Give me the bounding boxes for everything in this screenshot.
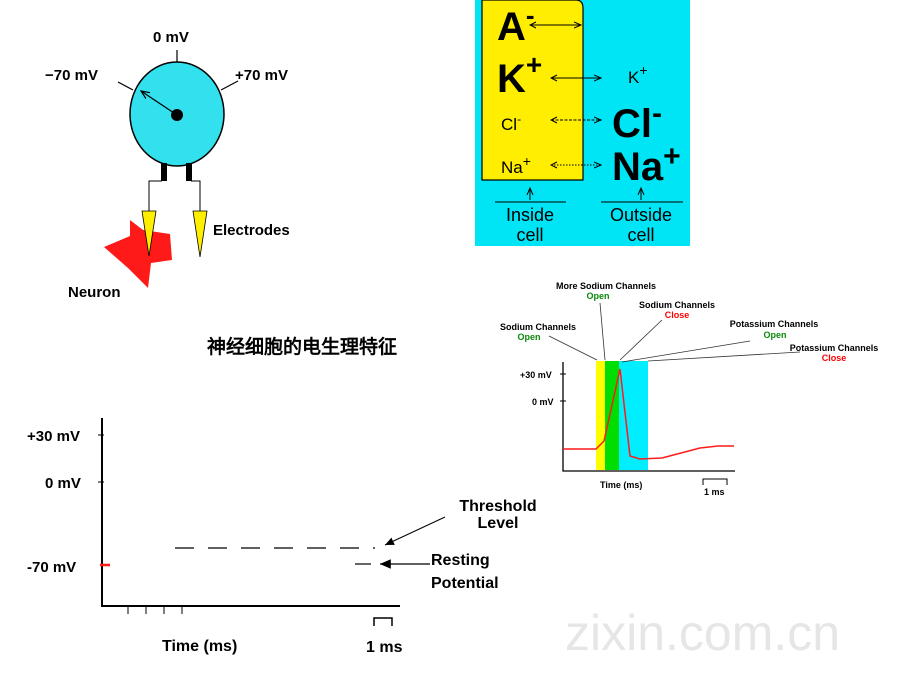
scale-label: 1 ms (704, 487, 725, 497)
neuron-label: Neuron (68, 284, 121, 301)
electrode-icon (141, 210, 157, 257)
x-axis-label: Time (ms) (600, 480, 642, 490)
potential-label: Potential (431, 575, 499, 592)
x-axis-label: Time (ms) (162, 638, 237, 655)
level-label: Level (478, 515, 519, 532)
electrodes-label: Electrodes (213, 222, 290, 239)
y-tick-neg70: -70 mV (27, 559, 76, 576)
inside-label: Inside (506, 205, 554, 225)
inside-ion-cl: Cl- (501, 112, 521, 134)
y-tick-0: 0 mV (532, 397, 554, 407)
annotation-title: Sodium Channels (500, 322, 576, 332)
scale-label: 1 ms (366, 639, 403, 656)
axes (562, 362, 735, 472)
inside-ion-a: A- (497, 0, 535, 49)
outside-ion-cl: Cl- (612, 97, 662, 146)
resting-label: Resting (431, 552, 490, 569)
band-sodium-open (596, 361, 605, 470)
annotation-state: Close (822, 353, 847, 363)
band-more-sodium-open (605, 361, 619, 470)
annotation-state: Open (517, 332, 540, 342)
pos-70-label: +70 mV (235, 67, 288, 84)
annotation-title: More Sodium Channels (556, 281, 656, 291)
action-potential-chart: +30 mV 0 mV Time (ms) 1 ms More Sodium C… (500, 281, 878, 497)
watermark: zixin.com.cn (565, 605, 840, 661)
potential-trace (563, 368, 734, 460)
annotation-title: Potassium Channels (730, 319, 819, 329)
zero-mv-label: 0 mV (153, 29, 189, 46)
y-tick-30: +30 mV (520, 370, 552, 380)
inside-ion-na: Na+ (501, 153, 531, 177)
annotation-state: Open (763, 330, 786, 340)
outside-ion-k: K+ (628, 62, 648, 87)
band-potassium-open (619, 361, 648, 470)
inside-cell-label: cell (516, 225, 543, 245)
ion-distribution-diagram: A- K+ Cl- Na+ K+ Cl- Na+ Inside cell Out… (475, 0, 690, 246)
y-tick-30: +30 mV (27, 428, 80, 445)
voltmeter-diagram: 0 mV −70 mV +70 mV Electrodes Neuron (45, 29, 290, 301)
inside-ion-k: K+ (497, 49, 542, 101)
neuron-icon (104, 220, 172, 288)
page-title: 神经细胞的电生理特征 (207, 335, 397, 358)
neg-70-label: −70 mV (45, 67, 98, 84)
annotation-state: Close (665, 310, 690, 320)
resting-potential-chart: +30 mV 0 mV -70 mV Threshold Level Resti… (27, 418, 537, 656)
threshold-label: Threshold (459, 498, 536, 515)
annotation-title: Potassium Channels (790, 343, 879, 353)
outside-cell-label: cell (627, 225, 654, 245)
annotation-state: Open (586, 291, 609, 301)
y-tick-0: 0 mV (45, 475, 81, 492)
annotation-title: Sodium Channels (639, 300, 715, 310)
electrode-icon (192, 210, 208, 258)
outside-ion-na: Na+ (612, 140, 681, 189)
needle-icon (141, 91, 178, 116)
outside-label: Outside (610, 205, 672, 225)
axes (101, 418, 400, 607)
